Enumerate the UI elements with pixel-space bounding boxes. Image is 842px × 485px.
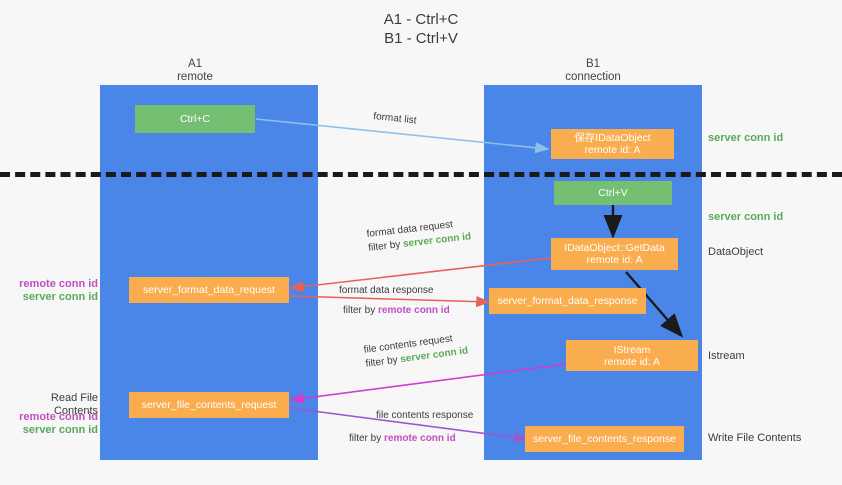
box-server-format-data-response-label: server_format_data_response — [497, 295, 638, 307]
edge-label-fdreq-filter-prefix: filter by — [367, 238, 404, 254]
label-write-file-contents: Write File Contents — [708, 432, 801, 445]
edge-label-format-data-request: format data request filter by server con… — [366, 216, 472, 256]
label-remote-conn-id-1: remote conn id — [19, 278, 98, 290]
box-ctrl-v-label: Ctrl+V — [598, 187, 628, 199]
label-server-conn-id-1: server conn id — [22, 291, 98, 303]
edge-label-format-data-response-text: format data response — [339, 285, 434, 296]
edge-label-file-contents-response-text: file contents response — [376, 410, 474, 421]
label-remote-conn-id-2: remote conn id — [19, 411, 98, 423]
label-server-conn-id-mid: server conn id — [708, 211, 783, 224]
edge-label-format-list-text: format list — [372, 110, 418, 127]
page-title-line2: B1 - Ctrl+V — [384, 30, 458, 47]
box-istream[interactable]: IStream remote id: A — [566, 340, 698, 371]
box-server-file-contents-response-label: server_file_contents_response — [532, 433, 676, 445]
label-server-conn-id-mid-text: server conn id — [708, 211, 784, 223]
label-server-conn-id-top: server conn id — [708, 132, 783, 145]
label-dataobject-text: DataObject — [708, 246, 764, 258]
box-save-idataobject-line1: 保存IDataObject — [574, 132, 651, 144]
lane-header-a1: A1 remote — [135, 58, 255, 84]
edge-label-file-contents-request: file contents request filter by server c… — [363, 331, 469, 372]
page-title: A1 - Ctrl+C B1 - Ctrl+V — [261, 10, 581, 48]
box-istream-line2: remote id: A — [603, 355, 661, 368]
box-istream-line1: IStream — [613, 343, 651, 356]
box-ctrl-v[interactable]: Ctrl+V — [554, 181, 672, 205]
edge-label-file-contents-response-filter: filter by remote conn id — [349, 432, 473, 446]
label-read-file-contents: Read File Contents — [8, 392, 98, 418]
box-ctrl-c-label: Ctrl+C — [179, 113, 211, 125]
box-server-format-data-request-label: server_format_data_request — [143, 284, 275, 296]
box-idataobject-getdata-line1: IDataObject::GetData — [564, 242, 665, 254]
label-conn-ids-upper: remote conn id server conn id — [10, 278, 98, 304]
label-read-file-contents-text: Read File Contents — [50, 392, 98, 417]
box-server-file-contents-request[interactable]: server_file_contents_request — [129, 392, 289, 418]
label-server-conn-id-2: server conn id — [22, 424, 98, 436]
label-conn-ids-lower: remote conn id server conn id — [10, 411, 98, 437]
lane-b1-subtitle: connection — [565, 71, 621, 83]
edge-label-fcreq-filter-prefix: filter by — [364, 354, 402, 370]
edge-label-fdresp-filter-value: remote conn id — [378, 305, 450, 316]
lane-header-b1: B1 connection — [533, 58, 653, 84]
label-dataobject: DataObject — [708, 246, 763, 259]
edge-label-fdresp-filter-prefix: filter by — [343, 305, 379, 316]
label-istream: Istream — [708, 350, 745, 363]
box-idataobject-getdata[interactable]: IDataObject::GetData remote id: A — [551, 238, 678, 270]
lane-a1-subtitle: remote — [177, 71, 213, 83]
box-idataobject-getdata-line2: remote id: A — [586, 254, 643, 266]
edge-label-file-contents-response: file contents response filter by remote … — [349, 409, 474, 446]
box-server-format-data-response[interactable]: server_format_data_response — [489, 288, 646, 314]
box-server-format-data-request[interactable]: server_format_data_request — [129, 277, 289, 303]
edge-label-format-data-response: format data response filter by remote co… — [339, 284, 450, 318]
box-ctrl-c[interactable]: Ctrl+C — [135, 105, 255, 133]
box-server-file-contents-response[interactable]: server_file_contents_response — [525, 426, 684, 452]
lane-b1-name: B1 — [585, 58, 601, 70]
label-istream-text: Istream — [708, 350, 745, 362]
box-server-file-contents-request-label: server_file_contents_request — [141, 399, 277, 411]
label-write-file-contents-text: Write File Contents — [708, 432, 802, 444]
edge-label-format-list: format list — [373, 110, 418, 128]
box-save-idataobject-line2: remote id: A — [584, 144, 641, 156]
edge-label-fcresp-filter-prefix: filter by — [349, 433, 385, 444]
lane-a1-name: A1 — [187, 58, 203, 70]
box-save-idataobject[interactable]: 保存IDataObject remote id: A — [551, 129, 674, 159]
edge-label-fcresp-filter-value: remote conn id — [384, 433, 456, 444]
section-divider — [0, 172, 842, 177]
label-server-conn-id-top-text: server conn id — [708, 132, 784, 144]
edge-label-format-data-response-filter: filter by remote conn id — [343, 304, 450, 318]
page-title-line1: A1 - Ctrl+C — [383, 11, 459, 28]
